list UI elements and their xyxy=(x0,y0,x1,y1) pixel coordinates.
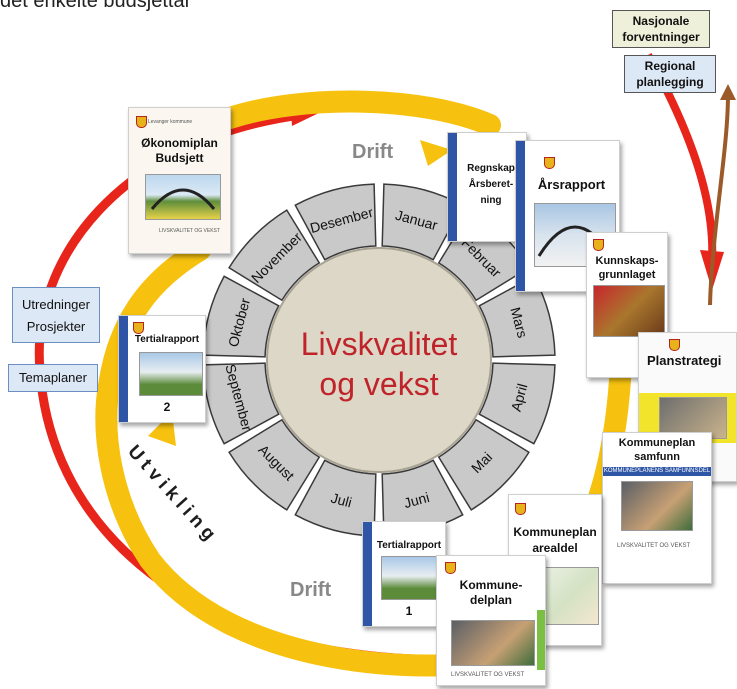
month-label-april: April xyxy=(508,382,531,413)
yellow-cycle-arrow xyxy=(95,90,541,677)
tertial1-number: 1 xyxy=(405,604,413,618)
doc-blue-bar xyxy=(516,141,525,291)
yellow-arrow-head-drift xyxy=(420,140,452,166)
planstrategi-title: Planstrategi xyxy=(647,353,722,368)
okonomiplan-title-line2: Budsjett xyxy=(155,151,204,165)
samfunn-banner: KOMMUNEPLANENS SAMFUNNSDEL xyxy=(603,467,711,476)
tertial1-title: Tertialrapport xyxy=(376,540,442,551)
header-partial-text: det enkelte budsjettår xyxy=(0,0,192,12)
month-segment-juli xyxy=(294,459,377,537)
bridge-photo xyxy=(145,174,221,220)
utredninger-label: Utredninger xyxy=(22,297,90,312)
temaplaner-box: Temaplaner xyxy=(8,364,98,392)
drift-label-bottom: Drift xyxy=(290,579,331,601)
month-label-mars: Mars xyxy=(507,305,531,339)
regnskap-line1: Regnskap xyxy=(467,163,515,174)
house-photo xyxy=(381,556,443,600)
brown-arrow-right xyxy=(708,94,730,306)
kommunedelplan-doc: Kommune- delplan LIVSKVALITET OG VEKST xyxy=(436,555,546,686)
kommune-logo xyxy=(593,239,604,251)
nasjonale-label: Nasjonale xyxy=(632,14,690,28)
brown-arrow-head xyxy=(720,84,736,100)
center-circle xyxy=(266,247,492,473)
kommunedelplan-line1: Kommune- xyxy=(459,578,523,592)
prosjekter-label: Prosjekter xyxy=(26,319,86,334)
arealdel-line1: Kommuneplan xyxy=(513,525,597,539)
temaplaner-label: Temaplaner xyxy=(19,370,87,385)
kommuneplan-arealdel-doc: Kommuneplan arealdel xyxy=(508,494,602,646)
kommune-logo xyxy=(544,157,555,169)
children-photo xyxy=(593,285,665,337)
regnskap-arsberetning-doc: Regnskap Årsberet- ning xyxy=(447,132,527,242)
samfunn-footer: LIVSKVALITET OG VEKST xyxy=(617,543,691,549)
tertialrapport-2-doc: Tertialrapport 2 xyxy=(118,315,206,423)
regional-label: Regional xyxy=(644,59,696,73)
tertialrapport-1-doc: Tertialrapport 1 xyxy=(362,521,446,627)
doc-blue-bar xyxy=(363,522,372,626)
okonomiplan-budsjett-doc: Levanger kommune Økonomiplan Budsjett LI… xyxy=(128,107,231,254)
okonomiplan-org: Levanger kommune xyxy=(148,119,193,125)
samfunn-line1: Kommuneplan xyxy=(618,437,696,449)
kunnskap-line2: grunnlaget xyxy=(598,269,656,281)
month-label-juni: Juni xyxy=(402,489,431,511)
center-title-line2: og vekst xyxy=(319,366,438,402)
kommunedelplan-green-strip xyxy=(537,610,545,670)
kunnskap-line1: Kunnskaps- xyxy=(595,255,659,267)
children-photo xyxy=(451,620,535,666)
regnskap-line2: Årsberet- xyxy=(468,179,514,190)
month-segment-april xyxy=(478,362,556,445)
kommuneplan-samfunn-doc: Kommuneplan samfunn KOMMUNEPLANENS SAMFU… xyxy=(602,432,712,584)
month-segment-desember xyxy=(294,183,377,261)
kommune-logo xyxy=(133,322,144,334)
map-image xyxy=(543,567,599,625)
month-label-juli: Juli xyxy=(329,490,353,511)
month-segment-november xyxy=(228,209,321,302)
month-segment-mars xyxy=(478,275,556,358)
samfunn-line2: samfunn xyxy=(634,451,680,463)
kommune-logo xyxy=(515,503,526,515)
nasjonale-forventninger-box: Nasjonale forventninger xyxy=(612,10,710,48)
forventninger-label: forventninger xyxy=(622,30,700,44)
kommune-logo xyxy=(136,116,147,128)
drift-label-top: Drift xyxy=(352,141,393,163)
house-photo xyxy=(139,352,203,396)
planlegging-label: planlegging xyxy=(636,75,704,89)
arealdel-line2: arealdel xyxy=(532,541,578,555)
regional-planlegging-box: Regional planlegging xyxy=(624,55,716,93)
center-title-line1: Livskvalitet xyxy=(301,326,458,362)
month-segment-mai xyxy=(437,418,530,511)
arsrapport-title: Årsrapport xyxy=(537,177,606,192)
regnskap-line3: ning xyxy=(480,195,502,206)
okonomiplan-title-line1: Økonomiplan xyxy=(141,136,218,150)
doc-blue-bar xyxy=(119,316,128,422)
month-segment-august xyxy=(228,418,321,511)
kommune-logo xyxy=(669,339,680,351)
kommunedelplan-footer: LIVSKVALITET OG VEKST xyxy=(451,672,525,678)
kommune-logo xyxy=(445,562,456,574)
kommunedelplan-line2: delplan xyxy=(469,593,512,607)
doc-blue-bar xyxy=(448,133,457,241)
children-photo xyxy=(621,481,693,531)
tertial2-title: Tertialrapport xyxy=(134,334,200,345)
tertial2-number: 2 xyxy=(163,400,171,414)
okonomiplan-subtitle: LIVSKVALITET OG VEKST xyxy=(159,228,220,234)
kunnskapsgrunnlaget-doc: Kunnskaps- grunnlaget xyxy=(586,232,668,378)
utredninger-prosjekter-box: Utredninger Prosjekter xyxy=(12,287,100,343)
